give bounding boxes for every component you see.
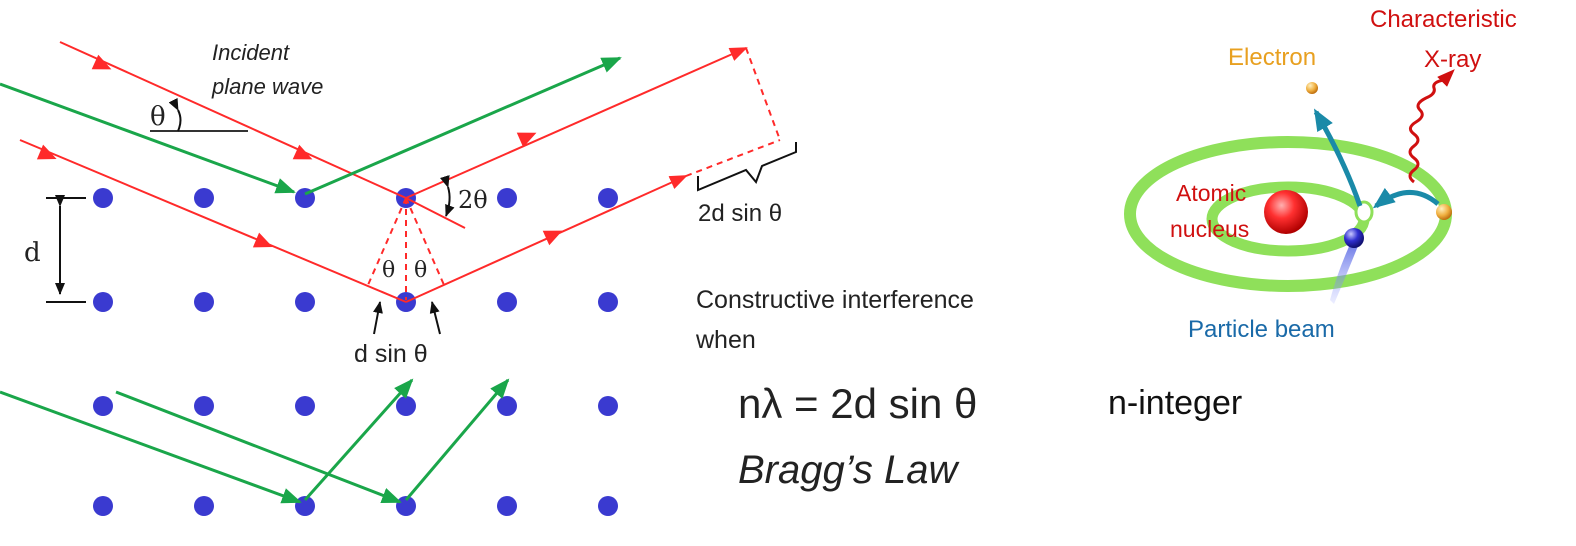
- incident-label-line1: Incident: [212, 40, 290, 65]
- electron-label: Electron: [1228, 44, 1317, 71]
- two-theta-arc: [439, 175, 455, 217]
- dashed-construction-lines: [367, 47, 781, 300]
- ray-direction-arrows: [36, 54, 563, 248]
- path-difference-bracket: [697, 142, 797, 192]
- atom-diagram: [1124, 69, 1455, 304]
- incident-label-line2: plane wave: [212, 74, 324, 99]
- two-theta-label: 2θ: [458, 186, 488, 214]
- d-sin-theta-label: d sin θ: [354, 340, 428, 368]
- incident-particle: [1344, 228, 1364, 248]
- green-rays: [0, 56, 622, 504]
- theta-left-label: θ: [382, 258, 396, 283]
- theta-label: θ: [150, 102, 166, 132]
- n-integer-label: n-integer: [1108, 384, 1243, 422]
- d-sin-theta-arrows: [373, 301, 441, 335]
- particle-beam-label: Particle beam: [1188, 316, 1335, 343]
- electron-vacancy: [1354, 200, 1374, 224]
- outer-electron: [1436, 204, 1452, 220]
- constructive-label-line2: when: [696, 326, 756, 354]
- bragg-equation: nλ = 2d sin θ: [738, 380, 978, 427]
- nucleus-label-line1: Atomic: [1176, 180, 1247, 206]
- electron-ejection-arrow: [1313, 108, 1363, 207]
- atomic-nucleus-sphere: [1264, 190, 1308, 234]
- constructive-label-line1: Constructive interference: [696, 286, 974, 314]
- xray-rays: [19, 41, 748, 303]
- theta-arc-arrow: [168, 97, 182, 132]
- bragg-law-label: Bragg’s Law: [738, 448, 958, 492]
- theta-right-label: θ: [414, 258, 428, 283]
- d-label: d: [24, 238, 41, 268]
- nucleus-label-line2: nucleus: [1170, 216, 1250, 242]
- characteristic-xray-wave: [1408, 69, 1455, 184]
- characteristic-label-line2: X-ray: [1424, 46, 1482, 73]
- ejected-electron: [1306, 82, 1318, 94]
- electron-transition-arrow: [1372, 187, 1440, 209]
- characteristic-label-line1: Characteristic: [1370, 6, 1517, 33]
- path-difference-label: 2d sin θ: [698, 200, 783, 227]
- d-spacing-indicator: [46, 195, 86, 303]
- particle-beam-stream: [1330, 240, 1358, 304]
